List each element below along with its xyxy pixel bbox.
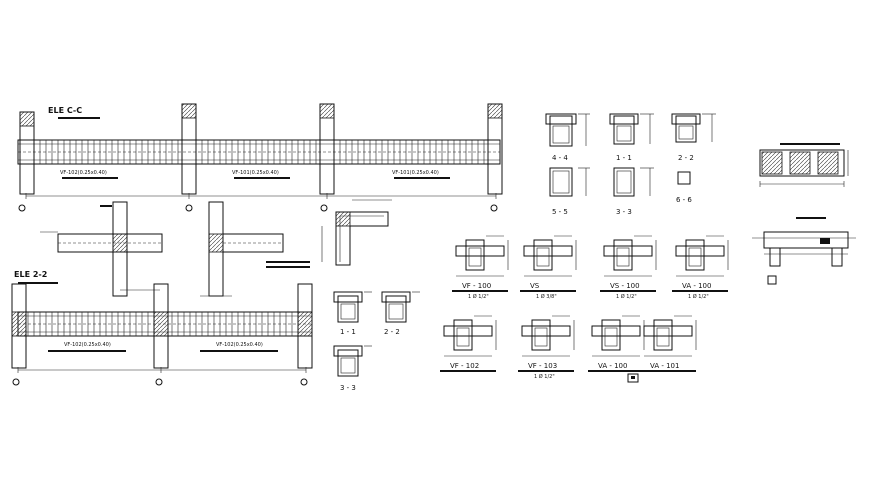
section-6-6: 6 - 6 bbox=[676, 171, 692, 204]
column-top-3 bbox=[319, 103, 335, 195]
beam-section-row-1-1: VF - 100 1 Ø 1/2" bbox=[452, 235, 509, 300]
column-bottom-1 bbox=[11, 283, 27, 369]
elevation-top: ELE C-C VF-102(0.25x0.40) VF-101(0.25 bbox=[17, 103, 503, 212]
beam-section-row-2-3: VA - 100 bbox=[588, 315, 645, 372]
beam-label-top-3: VF-101(0.25x0.40) bbox=[392, 170, 439, 176]
beam-section-row-1: VF - 100 1 Ø 1/2" VS 1 Ø 3/8" VS - 100 1 Ø 1/… bbox=[452, 235, 729, 300]
beam-section-name: VA - 101 bbox=[650, 362, 679, 370]
section-left-3: 3 - 3 bbox=[333, 345, 372, 392]
column-top-4 bbox=[487, 103, 503, 195]
section-label-2-2: 2 - 2 bbox=[678, 154, 694, 162]
elevation-bottom: ELE 2-2 VF-102(0.25x0.40) VF-102(0.25x0.… bbox=[11, 270, 313, 386]
section-label-left-2: 2 - 2 bbox=[384, 328, 400, 336]
column-bottom-3 bbox=[297, 283, 313, 369]
beam-section-row-2: VF - 102 VF - 103 1 Ø 1/2" VA - 100 VA - 101 bbox=[440, 315, 697, 380]
section-label-1-1: 1 - 1 bbox=[616, 154, 632, 162]
section-label-6-6: 6 - 6 bbox=[676, 196, 692, 204]
elevation-top-title: ELE C-C bbox=[48, 106, 82, 115]
stirrups-top bbox=[39, 140, 485, 164]
beam-section-name: VA - 100 bbox=[682, 282, 711, 290]
section-left-1: 1 - 1 bbox=[333, 291, 372, 336]
joint-detail-tee bbox=[200, 201, 310, 297]
beam-label-bottom-2: VF-102(0.25x0.40) bbox=[216, 342, 263, 348]
beam-section-note: 1 Ø 3/8" bbox=[536, 293, 557, 300]
slab-section-detail bbox=[752, 217, 856, 285]
column-top-1 bbox=[19, 111, 35, 195]
beam-section-name: VF - 100 bbox=[462, 282, 491, 290]
detail-symbol bbox=[627, 373, 639, 383]
beam-section-row-1-4: VA - 100 1 Ø 1/2" bbox=[672, 235, 729, 300]
joint-detail-corner bbox=[321, 199, 392, 266]
beam-section-row-1-2: VS 1 Ø 3/8" bbox=[520, 235, 577, 300]
beam-label-top-2: VF-101(0.25x0.40) bbox=[232, 170, 279, 176]
beam-label-bottom-1: VF-102(0.25x0.40) bbox=[64, 342, 111, 348]
beam-label-top-1: VF-102(0.25x0.40) bbox=[60, 170, 107, 176]
section-label-5-5: 5 - 5 bbox=[552, 208, 568, 216]
beam-section-name: VF - 102 bbox=[450, 362, 479, 370]
beam-section-name: VF - 103 bbox=[528, 362, 557, 370]
beam-section-note: 1 Ø 1/2" bbox=[688, 293, 709, 300]
section-3-3: 3 - 3 bbox=[613, 167, 654, 216]
beam-section-name: VA - 100 bbox=[598, 362, 627, 370]
column-top-2 bbox=[181, 103, 197, 195]
beam-section-name: VS bbox=[530, 282, 540, 290]
column-bottom-2 bbox=[153, 283, 169, 369]
slab-detail bbox=[759, 143, 849, 187]
beam-section-note: 1 Ø 1/2" bbox=[616, 293, 637, 300]
section-label-left-3: 3 - 3 bbox=[340, 384, 356, 392]
section-2-2: 2 - 2 bbox=[671, 113, 716, 162]
beam-section-row-2-1: VF - 102 bbox=[440, 315, 497, 372]
beam-section-note: 1 Ø 1/2" bbox=[534, 373, 555, 380]
beam-section-note: 1 Ø 1/2" bbox=[468, 293, 489, 300]
beam-section-row-2-2: VF - 103 1 Ø 1/2" bbox=[518, 315, 575, 380]
section-label-left-1: 1 - 1 bbox=[340, 328, 356, 336]
stirrups-bottom bbox=[27, 312, 293, 336]
section-4-4: 4 - 4 bbox=[545, 113, 590, 162]
section-1-1: 1 - 1 bbox=[609, 113, 654, 162]
section-5-5: 5 - 5 bbox=[549, 167, 590, 216]
section-label-3-3: 3 - 3 bbox=[616, 208, 632, 216]
section-group-top: 4 - 4 1 - 1 2 - 2 5 - 5 bbox=[545, 113, 716, 216]
section-group-left: 1 - 1 2 - 2 3 - 3 bbox=[333, 291, 420, 392]
beam-section-row-2-4: VA - 101 bbox=[640, 315, 697, 372]
joint-detail-cross bbox=[40, 201, 163, 297]
section-left-2: 2 - 2 bbox=[381, 291, 420, 336]
beam-section-row-1-3: VS - 100 1 Ø 1/2" bbox=[600, 235, 657, 300]
beam-section-name: VS - 100 bbox=[610, 282, 640, 290]
elevation-bottom-title: ELE 2-2 bbox=[14, 270, 47, 279]
section-label-4-4: 4 - 4 bbox=[552, 154, 568, 162]
